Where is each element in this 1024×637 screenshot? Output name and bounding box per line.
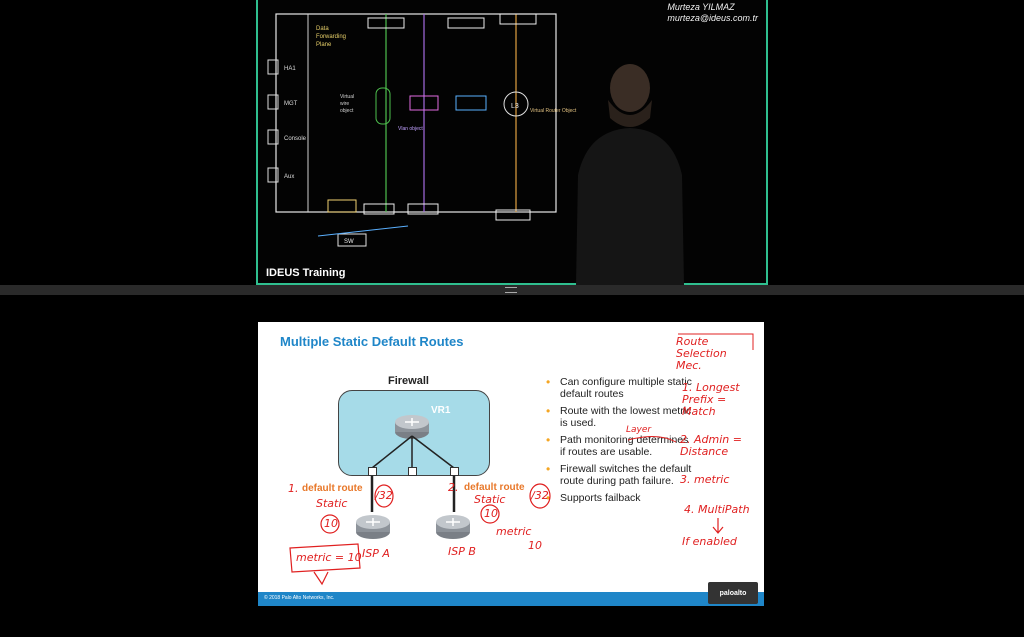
svg-text:object: object [340, 108, 354, 114]
slide-pane[interactable]: Multiple Static Default Routes Firewall … [258, 322, 764, 606]
bullet-item: Path monitoring determines if routes are… [546, 434, 696, 458]
firewall-port-2 [408, 467, 417, 476]
pane-divider[interactable] [0, 285, 1024, 295]
route-label-1: default route [302, 483, 363, 494]
firewall-port-3 [450, 467, 459, 476]
annotation-ad-1: 10 [324, 517, 338, 530]
presenter-email: murteza@ideus.com.tr [667, 13, 758, 23]
router-icon [356, 515, 390, 539]
annotation-mask-2: /32 [531, 489, 549, 502]
annotation-num-2: 2. [448, 481, 459, 494]
slide-footer: © 2018 Palo Alto Networks, Inc. [258, 592, 764, 606]
svg-text:Vlan object: Vlan object [398, 126, 423, 132]
svg-text:Data: Data [316, 26, 329, 32]
presenter-name-text: Murteza YILMAZ [667, 2, 735, 12]
svg-text:Console: Console [284, 136, 307, 142]
video-label: IDEUS Training [266, 267, 346, 279]
annotation-item-4b: If enabled [682, 535, 737, 548]
paloalto-logo: paloalto [708, 582, 758, 604]
bullet-item: Route with the lowest metric is used. [546, 405, 696, 429]
annotation-metric-2-value: 10 [528, 539, 542, 552]
annotation-static-1: Static [316, 497, 348, 510]
svg-text:L3: L3 [511, 103, 519, 110]
annotation-ad-2: 10 [484, 507, 498, 520]
svg-text:SW: SW [344, 239, 354, 245]
svg-text:Forwarding: Forwarding [316, 34, 346, 40]
annotation-isp-b: ISP B [448, 545, 476, 558]
annotation-route-selection: Route Selection Mec. [676, 335, 727, 372]
svg-text:Virtual Router Object: Virtual Router Object [530, 108, 577, 114]
svg-text:Plane: Plane [316, 42, 332, 48]
firewall-port-1 [368, 467, 377, 476]
router-icon [395, 415, 429, 439]
bullet-list: Can configure multiple static default ro… [546, 376, 696, 511]
annotation-item-3: 3. metric [680, 473, 730, 486]
annotation-item-2: 2. Admin = Distance [680, 433, 742, 458]
annotation-static-2: Static [474, 493, 506, 506]
video-pane[interactable]: HA1 MGT Console Aux Data Forwarding Plan… [256, 0, 768, 285]
annotation-mask-1: /32 [375, 489, 393, 502]
annotation-num-1: 1. [288, 482, 299, 495]
svg-text:Aux: Aux [284, 174, 294, 180]
svg-text:MGT: MGT [284, 101, 298, 107]
lightboard-drawing: HA1 MGT Console Aux Data Forwarding Plan… [267, 13, 684, 285]
svg-text:Virtual: Virtual [340, 94, 354, 100]
firewall-label: Firewall [388, 375, 429, 387]
bullet-item: Firewall switches the default route duri… [546, 463, 696, 487]
annotation-metric-box: metric = 10 [296, 551, 362, 564]
bullet-item: Can configure multiple static default ro… [546, 376, 696, 400]
annotation-layer: Layer [626, 425, 652, 435]
annotation-metric-2: metric [496, 525, 532, 538]
router-icon [436, 515, 470, 539]
footer-copyright: © 2018 Palo Alto Networks, Inc. [264, 595, 335, 601]
slide-title: Multiple Static Default Routes [280, 334, 464, 349]
presenter-name: Murteza YILMAZ murteza@ideus.com.tr [667, 2, 758, 24]
vr-label: VR1 [431, 405, 451, 416]
annotation-isp-a: ISP A [362, 547, 390, 560]
annotation-item-4: 4. MultiPath [684, 503, 750, 516]
svg-text:wire: wire [340, 101, 349, 107]
svg-text:HA1: HA1 [284, 66, 296, 72]
route-label-2: default route [464, 482, 525, 493]
annotation-item-1: 1. Longest Prefix = Match [682, 381, 740, 418]
bullet-item: Supports failback [546, 492, 696, 505]
drag-handle-icon[interactable] [505, 287, 517, 293]
